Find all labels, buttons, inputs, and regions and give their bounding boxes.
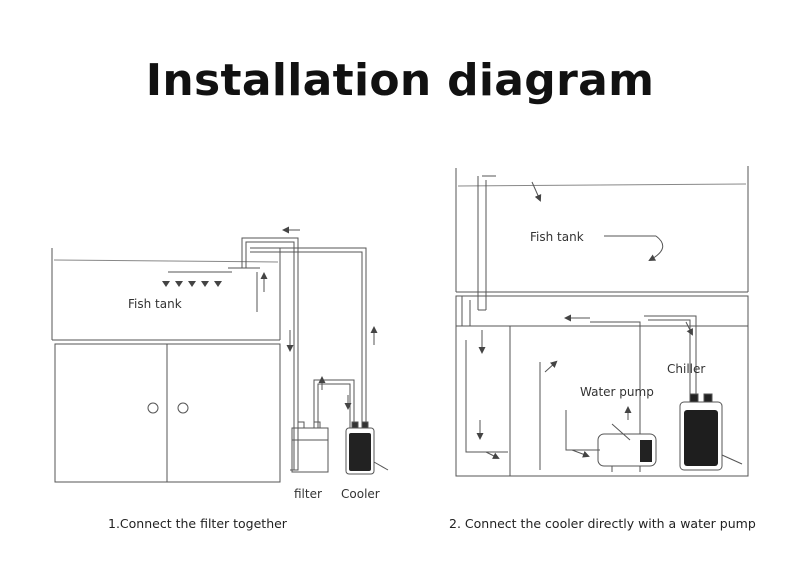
page-title: Installation diagram	[145, 55, 655, 106]
left-filter-label: filter	[294, 487, 322, 501]
left-filter	[291, 421, 329, 473]
left-spray-bar	[168, 267, 260, 273]
right-pump-label: Water pump	[580, 385, 654, 399]
left-cabinet	[54, 343, 281, 483]
left-cooler-label: Cooler	[341, 487, 380, 501]
water-pump	[597, 423, 657, 472]
left-diagram	[51, 226, 389, 483]
left-caption: 1.Connect the filter together	[108, 516, 288, 531]
left-cooler	[345, 421, 389, 475]
left-fish-tank	[51, 248, 281, 341]
right-chiller	[679, 393, 743, 471]
right-tank-label: Fish tank	[530, 230, 584, 244]
right-fish-tank	[455, 166, 749, 293]
right-caption: 2. Connect the cooler directly with a wa…	[449, 516, 756, 531]
spray-arrows	[162, 281, 222, 287]
right-diagram	[455, 166, 749, 477]
right-chiller-label: Chiller	[667, 362, 705, 376]
left-tank-label: Fish tank	[128, 297, 182, 311]
right-cabinet	[455, 295, 749, 477]
